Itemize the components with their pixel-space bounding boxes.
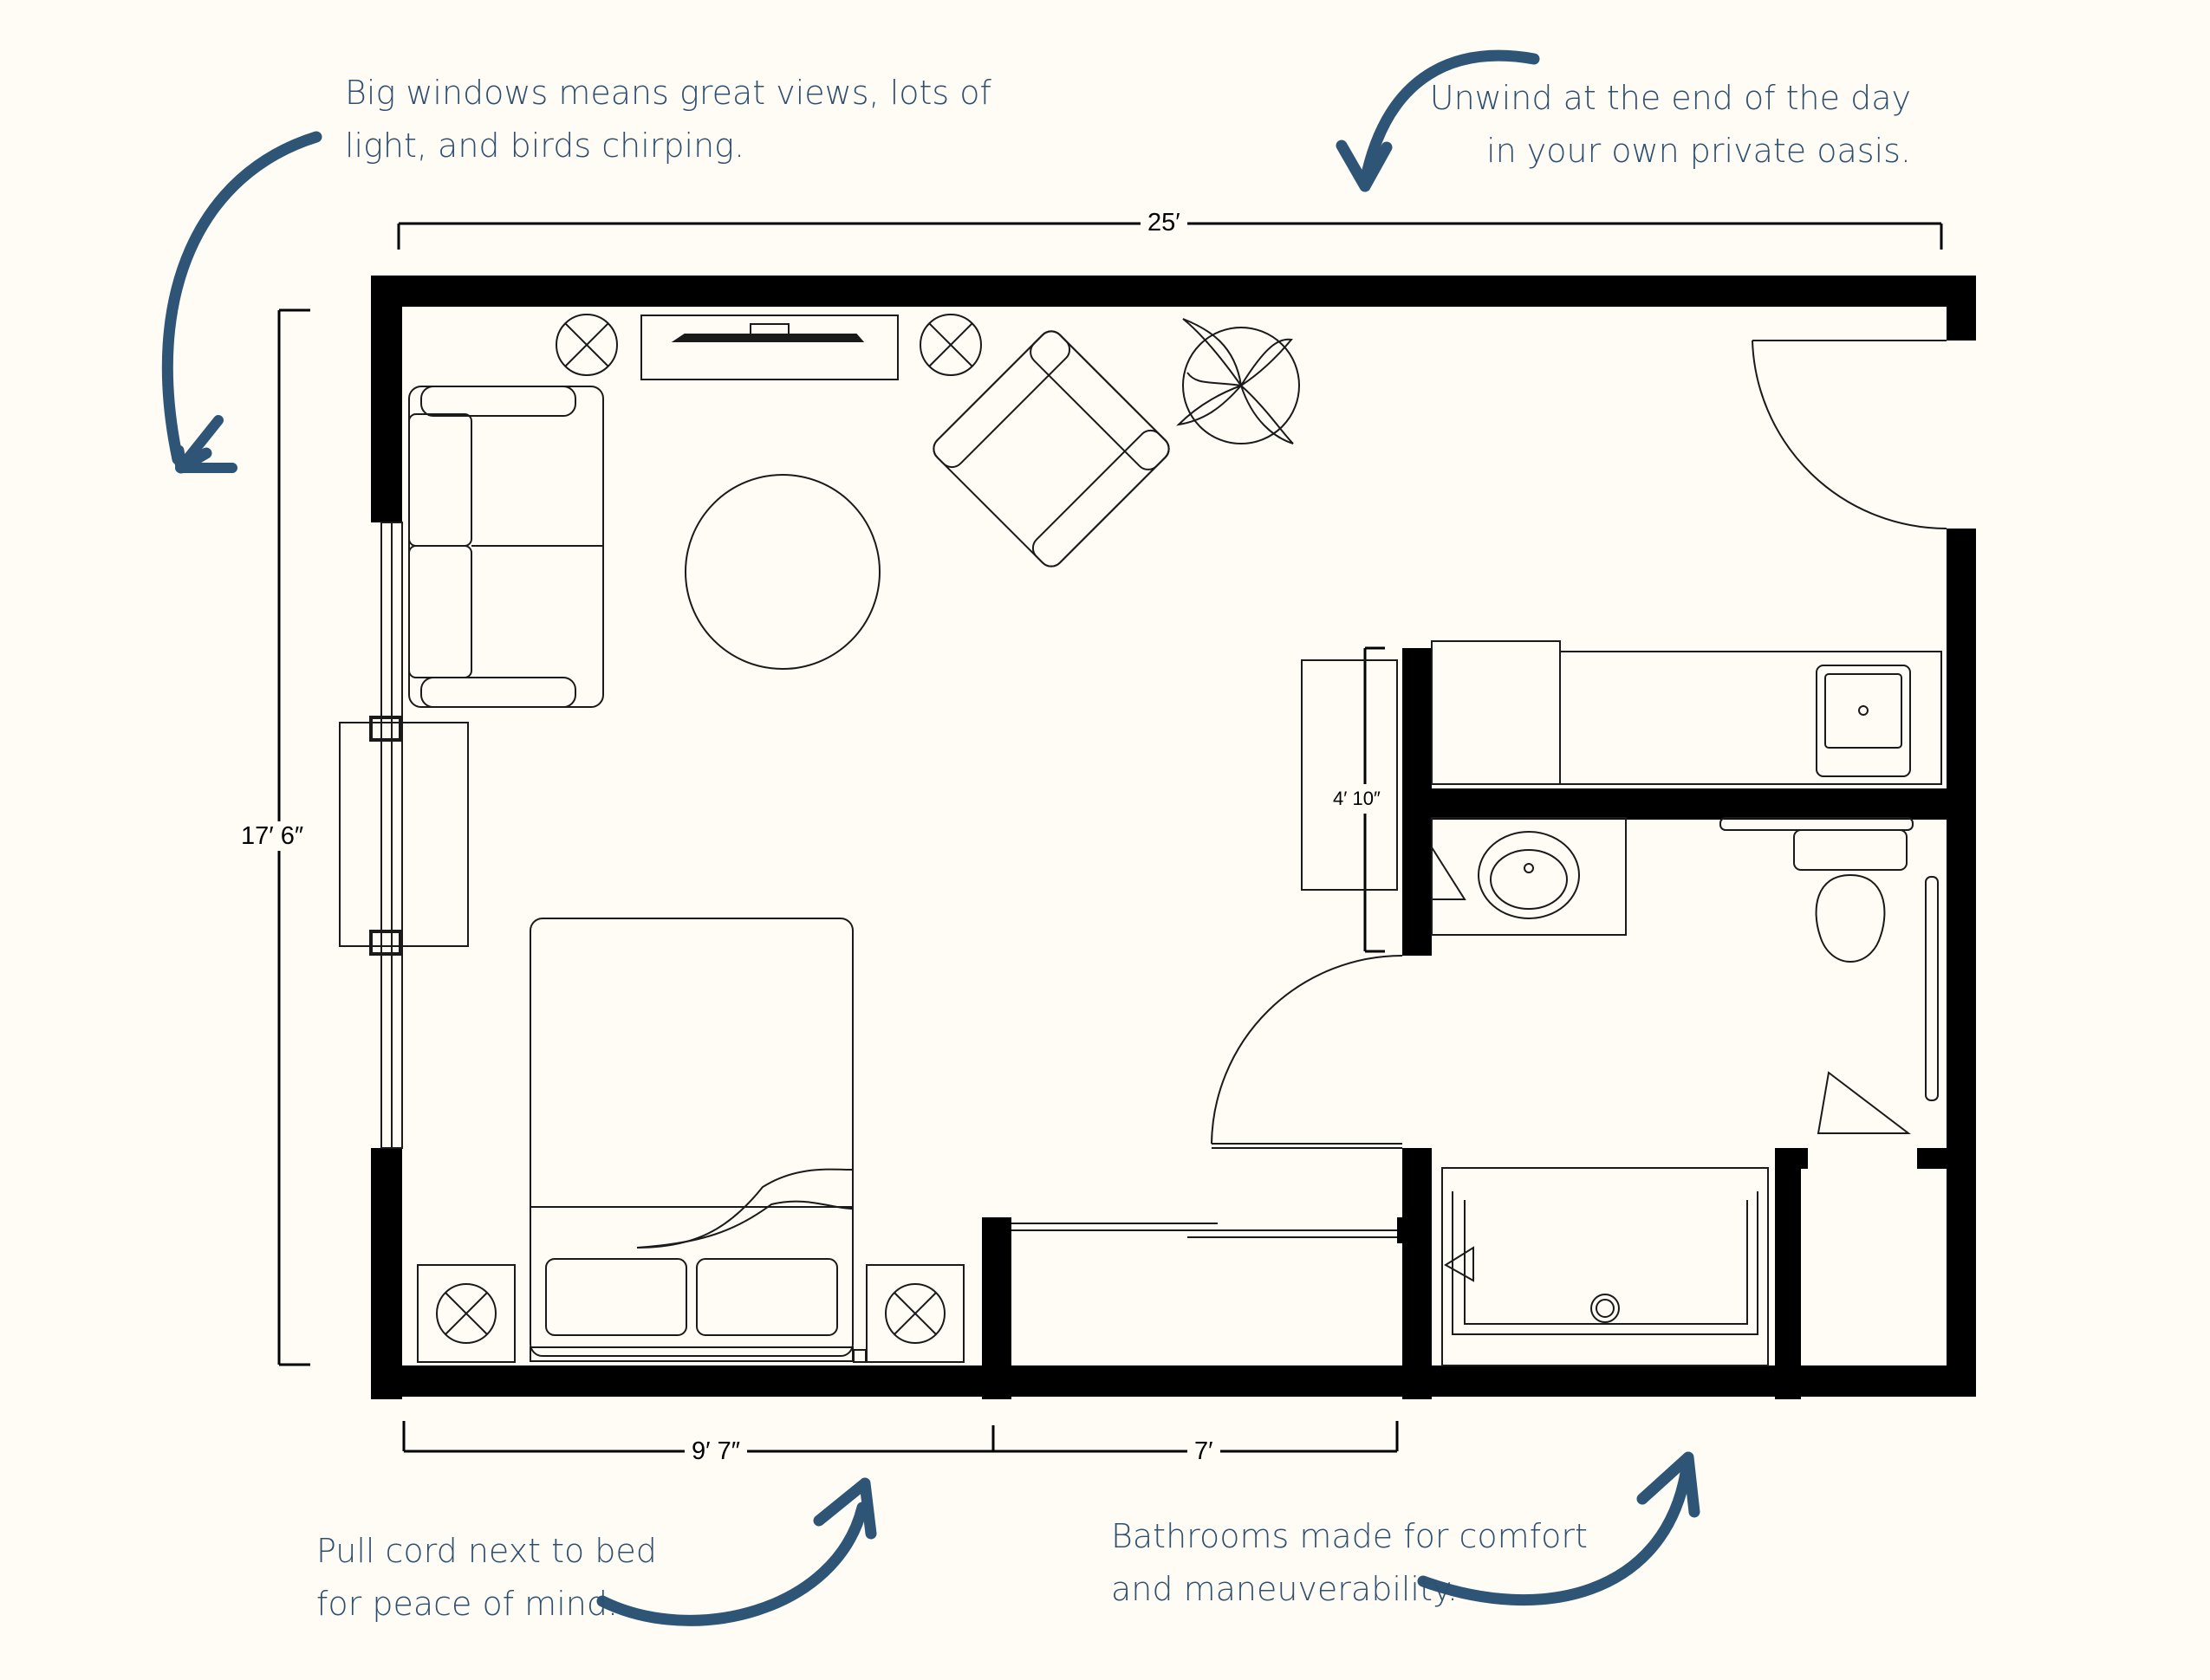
annotation-unwind: Unwind at the end of the day in your own… bbox=[1430, 72, 1911, 178]
annotation-windows: Big windows means great views, lots of l… bbox=[345, 67, 991, 172]
annotation-line: light, and birds chirping. bbox=[345, 126, 745, 165]
dimension-bottom-right: 7′ bbox=[1187, 1437, 1220, 1466]
door-swing-icon bbox=[1752, 340, 1947, 529]
walls bbox=[371, 276, 1976, 1399]
annotation-line: Pull cord next to bed bbox=[316, 1532, 657, 1570]
lamp bbox=[920, 314, 982, 376]
armchair bbox=[933, 330, 1170, 568]
nightstand bbox=[866, 1264, 965, 1363]
dimension-lines bbox=[277, 222, 1943, 1453]
annotation-line: and maneuverability. bbox=[1111, 1570, 1459, 1608]
dimension-height: 17′ 6″ bbox=[234, 821, 311, 851]
curved-arrow-icon-windows bbox=[161, 131, 322, 474]
tv-console bbox=[640, 315, 899, 380]
window bbox=[339, 522, 469, 1149]
nightstand bbox=[417, 1264, 516, 1363]
curved-arrow-icon-unwind bbox=[1336, 49, 1540, 192]
curved-arrow-icon-pull-cord bbox=[596, 1477, 877, 1626]
dimension-kitchen: 4′ 10″ bbox=[1331, 784, 1382, 814]
door-swing-icon bbox=[1817, 1071, 1911, 1134]
annotation-line: Unwind at the end of the day bbox=[1429, 79, 1911, 117]
sofa bbox=[408, 386, 604, 708]
vanity-sink bbox=[1431, 817, 1627, 936]
round-table bbox=[685, 474, 881, 670]
dimension-width: 25′ bbox=[1141, 208, 1187, 237]
annotation-line: Bathrooms made for comfort bbox=[1111, 1517, 1588, 1555]
shower bbox=[1441, 1167, 1769, 1366]
curved-arrow-icon-bathrooms bbox=[1417, 1451, 1700, 1606]
annotation-pull-cord: Pull cord next to bed for peace of mind. bbox=[316, 1525, 657, 1631]
closet-door bbox=[1011, 1223, 1397, 1238]
kitchen-counter bbox=[1301, 640, 1942, 891]
lamp bbox=[556, 314, 618, 376]
annotation-bathrooms: Bathrooms made for comfort and maneuvera… bbox=[1111, 1510, 1588, 1616]
dimension-bottom-left: 9′ 7″ bbox=[685, 1437, 748, 1466]
toilet bbox=[1719, 817, 1939, 1101]
bed bbox=[530, 918, 854, 1362]
annotation-line: in your own private oasis. bbox=[1486, 132, 1911, 170]
annotation-line: Big windows means great views, lots of bbox=[345, 74, 991, 112]
pull-cord bbox=[853, 1349, 867, 1363]
door-swing-icon bbox=[1211, 955, 1403, 1149]
plant-icon bbox=[1176, 318, 1300, 444]
annotation-line: for peace of mind. bbox=[316, 1585, 619, 1623]
